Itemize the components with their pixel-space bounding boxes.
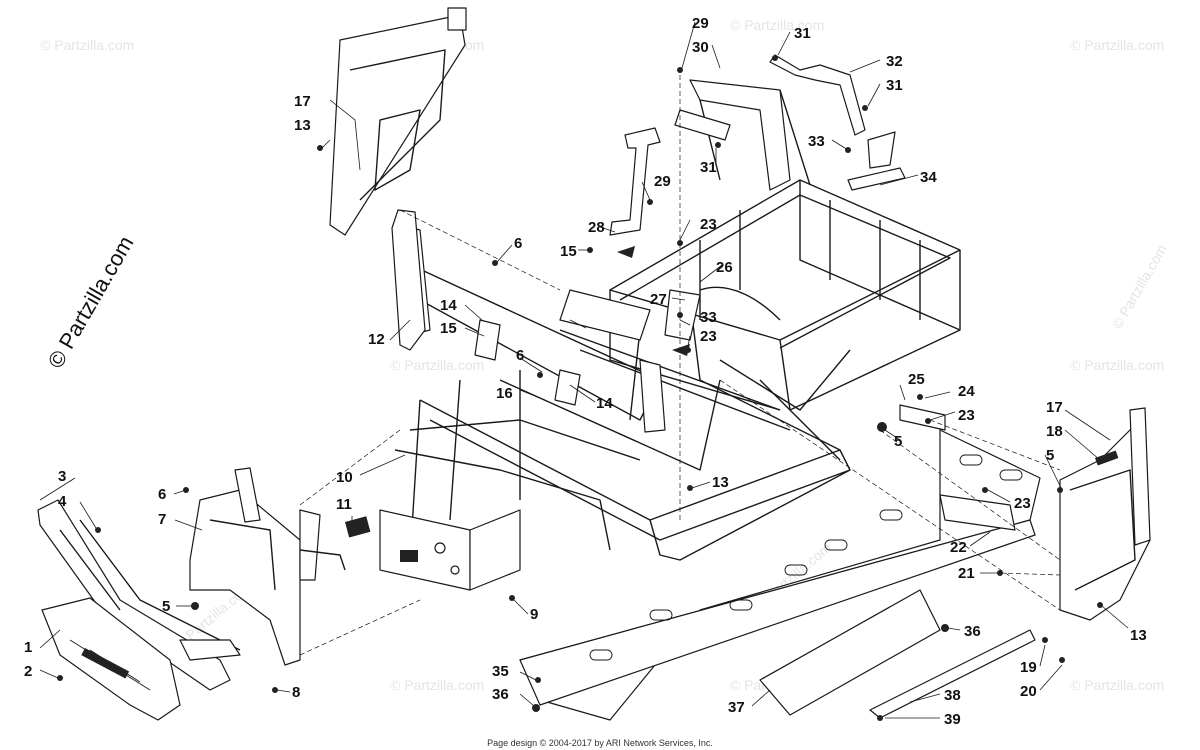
callout-15: 15: [440, 320, 457, 337]
callout-11: 11: [336, 496, 352, 513]
callout-36: 36: [964, 623, 981, 640]
callout-16: 16: [496, 385, 513, 402]
main-frame: [379, 179, 961, 591]
callout-18: 18: [1046, 423, 1063, 440]
callout-17: 17: [1046, 399, 1063, 416]
callout-19: 19: [1020, 659, 1037, 676]
callout-26: 26: [716, 259, 733, 276]
watermark-side: © Partzilla.com: [43, 232, 139, 373]
callout-23: 23: [1014, 495, 1031, 512]
pointer-arrow: [617, 246, 635, 258]
callout-12: 12: [368, 331, 385, 348]
callout-22: 22: [950, 539, 967, 556]
pointer-arrow: [672, 344, 690, 356]
side-panel-right-rear: [1059, 407, 1151, 621]
callout-20: 20: [1020, 683, 1037, 700]
callout-38: 38: [944, 687, 961, 704]
seat-bracket-28: [609, 127, 661, 236]
callout-29: 29: [692, 15, 709, 32]
callout-25: 25: [908, 371, 925, 388]
callout-1: 1: [24, 639, 32, 656]
callout-8: 8: [292, 684, 300, 701]
watermark-tile: © Partzilla.com: [1070, 677, 1164, 693]
bumper-guard: [41, 597, 181, 721]
skid-plate-rear: [759, 589, 1036, 719]
callout-17: 17: [294, 93, 311, 110]
watermark-tile: © Partzilla.com: [1070, 357, 1164, 373]
callout-13: 13: [712, 474, 729, 491]
clip-33: [867, 131, 896, 169]
callout-21: 21: [958, 565, 975, 582]
callout-23: 23: [700, 328, 717, 345]
callout-23: 23: [958, 407, 975, 424]
callout-33: 33: [808, 133, 825, 150]
skid-plate-main: [519, 429, 1041, 721]
watermark-tile: © Partzilla.com: [390, 357, 484, 373]
callout-23: 23: [700, 216, 717, 233]
bracket-22: [939, 494, 1016, 531]
callout-27: 27: [650, 291, 667, 308]
front-bracket-12: [391, 209, 426, 351]
watermark-tile: © Partzilla.com: [390, 677, 484, 693]
page-credit: Page design © 2004-2017 by ARI Network S…: [487, 738, 713, 748]
watermark-tile: © Partzilla.com: [1109, 242, 1170, 332]
watermark-tile: © Partzilla.com: [730, 17, 824, 33]
decal-34: [847, 167, 906, 191]
leader-lines: [39, 21, 1129, 719]
callout-29: 29: [654, 173, 671, 190]
callout-31: 31: [700, 159, 717, 176]
upper-rear-bar: [674, 79, 811, 191]
callout-24: 24: [958, 383, 975, 400]
callout-14: 14: [596, 395, 613, 412]
callout-9: 9: [530, 606, 538, 623]
callout-35: 35: [492, 663, 509, 680]
callout-15: 15: [560, 243, 577, 260]
callout-5: 5: [1046, 447, 1054, 464]
callout-28: 28: [588, 219, 605, 236]
callout-34: 34: [920, 169, 937, 186]
callout-3: 3: [58, 468, 66, 485]
callout-33: 33: [700, 309, 717, 326]
callout-36: 36: [492, 686, 509, 703]
callout-30: 30: [692, 39, 709, 56]
callout-2: 2: [24, 663, 32, 680]
callout-6: 6: [514, 235, 522, 252]
callout-31: 31: [886, 77, 903, 94]
watermark-tile: © Partzilla.com: [1070, 37, 1164, 53]
bracket-32: [769, 54, 866, 136]
bracket-25: [899, 404, 946, 431]
mesh-plate-11: [345, 516, 371, 538]
front-mount-7: [189, 467, 346, 666]
callout-31: 31: [794, 25, 811, 42]
callout-7: 7: [158, 511, 166, 528]
callout-6: 6: [158, 486, 166, 503]
callout-13: 13: [1130, 627, 1147, 644]
callout-32: 32: [886, 53, 903, 70]
front-bumper: [37, 499, 241, 691]
side-panel-left-rear: [329, 7, 467, 236]
callout-37: 37: [728, 699, 745, 716]
callout-13: 13: [294, 117, 311, 134]
callout-5: 5: [894, 433, 902, 450]
callout-6: 6: [516, 347, 524, 364]
callout-labels: 1 2 3 4 5 5 5 6 6 6 7 8 9 10 11 12 13 13…: [24, 15, 1147, 728]
callout-4: 4: [58, 493, 67, 510]
alignment-lines: [299, 75, 1061, 656]
callout-14: 14: [440, 297, 457, 314]
watermark-tile: © Partzilla.com: [40, 37, 134, 53]
callout-39: 39: [944, 711, 961, 728]
callout-10: 10: [336, 469, 353, 486]
callout-5: 5: [162, 598, 170, 615]
